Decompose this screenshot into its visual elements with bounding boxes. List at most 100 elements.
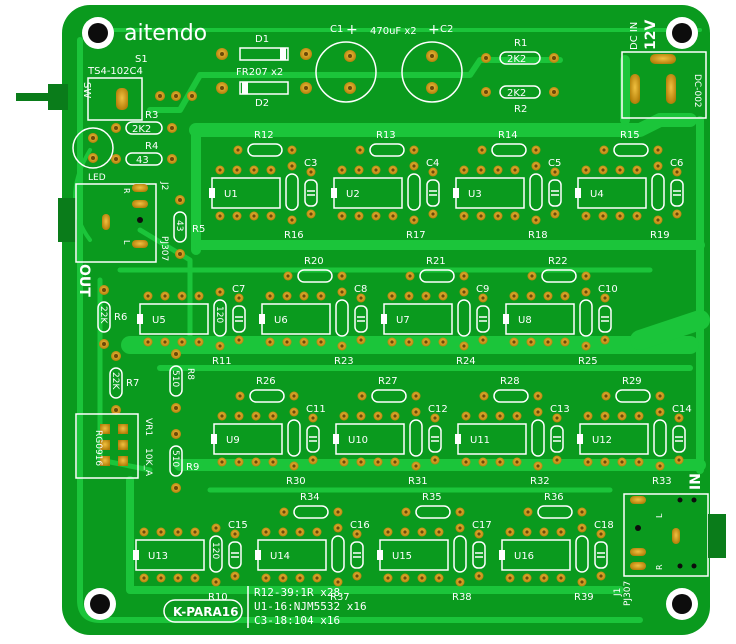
resistor-bottom-label: R18 bbox=[528, 230, 548, 241]
resistor-side-value: 120 bbox=[210, 542, 220, 559]
resistor-r7 bbox=[109, 351, 123, 415]
chip-label: U11 bbox=[470, 435, 490, 446]
chip-label: U6 bbox=[274, 315, 288, 326]
resistor-bottom-label: R10 bbox=[208, 592, 228, 603]
mount-hole-bottom-right bbox=[666, 588, 698, 620]
cap-label: C5 bbox=[548, 158, 561, 169]
resistor-r1 bbox=[481, 51, 559, 65]
note-line-3: C3-18:104 x16 bbox=[254, 614, 340, 627]
label-out: OUT bbox=[76, 264, 92, 297]
label-r7-val: 22K bbox=[110, 372, 120, 390]
label-r3-val: 2K2 bbox=[132, 124, 151, 135]
cap-label: C14 bbox=[672, 404, 692, 415]
label-led: LED bbox=[88, 173, 106, 183]
output-jack-j2 bbox=[58, 183, 157, 263]
resistor-top-label: R27 bbox=[378, 376, 398, 387]
note-line-1: R12-39:1R x28 bbox=[254, 586, 340, 599]
label-r5-val: 43 bbox=[174, 220, 184, 231]
label-s1-part: TS4-102C4 bbox=[87, 66, 143, 77]
resistor-r5 bbox=[173, 195, 187, 259]
label-in: IN bbox=[688, 473, 704, 490]
resistor-r3 bbox=[111, 121, 177, 135]
chip-label: U3 bbox=[468, 189, 482, 200]
resistor-bottom-label: R23 bbox=[334, 356, 354, 367]
dc-jack bbox=[621, 51, 707, 119]
chip-label: U7 bbox=[396, 315, 410, 326]
label-r5: R5 bbox=[192, 224, 205, 235]
resistor-top-label: R34 bbox=[300, 492, 320, 503]
cap-label: C12 bbox=[428, 404, 448, 415]
volume-pot-vr1 bbox=[75, 413, 139, 479]
note-line-2: U1-16:NJM5532 x16 bbox=[254, 600, 367, 613]
label-r4: R4 bbox=[145, 141, 158, 152]
plus-c1: + bbox=[346, 22, 358, 38]
resistor-bottom-label: R31 bbox=[408, 476, 428, 487]
resistor-top-label: R13 bbox=[376, 130, 396, 141]
label-r2: R2 bbox=[514, 104, 527, 115]
power-switch bbox=[16, 77, 197, 121]
label-sw: SW bbox=[81, 82, 92, 98]
chip-label: U12 bbox=[592, 435, 612, 446]
chip-label: U1 bbox=[224, 189, 238, 200]
cap-label: C15 bbox=[228, 520, 248, 531]
input-jack-j1 bbox=[623, 493, 726, 577]
label-vr1-val: 10K_A bbox=[143, 448, 153, 477]
resistor-bottom-label: R11 bbox=[212, 356, 232, 367]
chip-label: U9 bbox=[226, 435, 240, 446]
chip-label: U2 bbox=[346, 189, 360, 200]
chip-label: U16 bbox=[514, 551, 534, 562]
resistor-bottom-label: R19 bbox=[650, 230, 670, 241]
led bbox=[72, 127, 114, 169]
cap-label: C11 bbox=[306, 404, 326, 415]
chip-label: U15 bbox=[392, 551, 412, 562]
label-r4-val: 43 bbox=[136, 155, 149, 166]
resistor-top-label: R22 bbox=[548, 256, 568, 267]
label-r9: R9 bbox=[186, 462, 199, 473]
label-dc-in: DC IN bbox=[629, 22, 640, 50]
mounting-holes bbox=[82, 17, 698, 620]
cap-c1 bbox=[315, 41, 377, 103]
cap-label: C16 bbox=[350, 520, 370, 531]
label-vr1-part: RG0916 bbox=[93, 430, 103, 466]
chip-label: U4 bbox=[590, 189, 604, 200]
resistor-bottom-label: R33 bbox=[652, 476, 672, 487]
label-j2-l: L bbox=[122, 240, 131, 245]
cap-label: C6 bbox=[670, 158, 683, 169]
label-j2-r: R bbox=[122, 188, 131, 194]
cap-label: C9 bbox=[476, 284, 489, 295]
cap-label: C3 bbox=[304, 158, 317, 169]
opamp-stages: U1R12R16C3U2R13R17C4U3R14R18C5U4R15R19C6… bbox=[133, 130, 692, 603]
label-r8: R8 bbox=[185, 368, 195, 380]
resistor-top-label: R28 bbox=[500, 376, 520, 387]
chip-label: U10 bbox=[348, 435, 368, 446]
resistor-top-label: R21 bbox=[426, 256, 446, 267]
resistor-r4 bbox=[111, 152, 177, 166]
diode-d1 bbox=[216, 47, 312, 61]
resistor-side-value: 120 bbox=[214, 306, 224, 323]
resistor-bottom-label: R16 bbox=[284, 230, 304, 241]
label-r7: R7 bbox=[126, 378, 139, 389]
board-name: K-PARA16 bbox=[173, 605, 238, 619]
label-r2-val: 2K2 bbox=[507, 88, 526, 99]
cap-c2 bbox=[401, 41, 463, 103]
brand-logo-text: aitendo bbox=[124, 21, 207, 46]
label-r9-val: 510 bbox=[170, 450, 180, 467]
chip-label: U8 bbox=[518, 315, 532, 326]
label-r6-val: 22K bbox=[98, 306, 108, 324]
label-j2: J2 bbox=[159, 181, 169, 190]
label-r8-val: 510 bbox=[170, 370, 180, 387]
cap-label: C18 bbox=[594, 520, 614, 531]
board-name-frame bbox=[163, 599, 243, 623]
label-d2: D2 bbox=[255, 98, 269, 109]
resistor-r6 bbox=[97, 285, 111, 349]
resistor-top-label: R35 bbox=[422, 492, 442, 503]
mount-hole-bottom-left bbox=[84, 588, 116, 620]
